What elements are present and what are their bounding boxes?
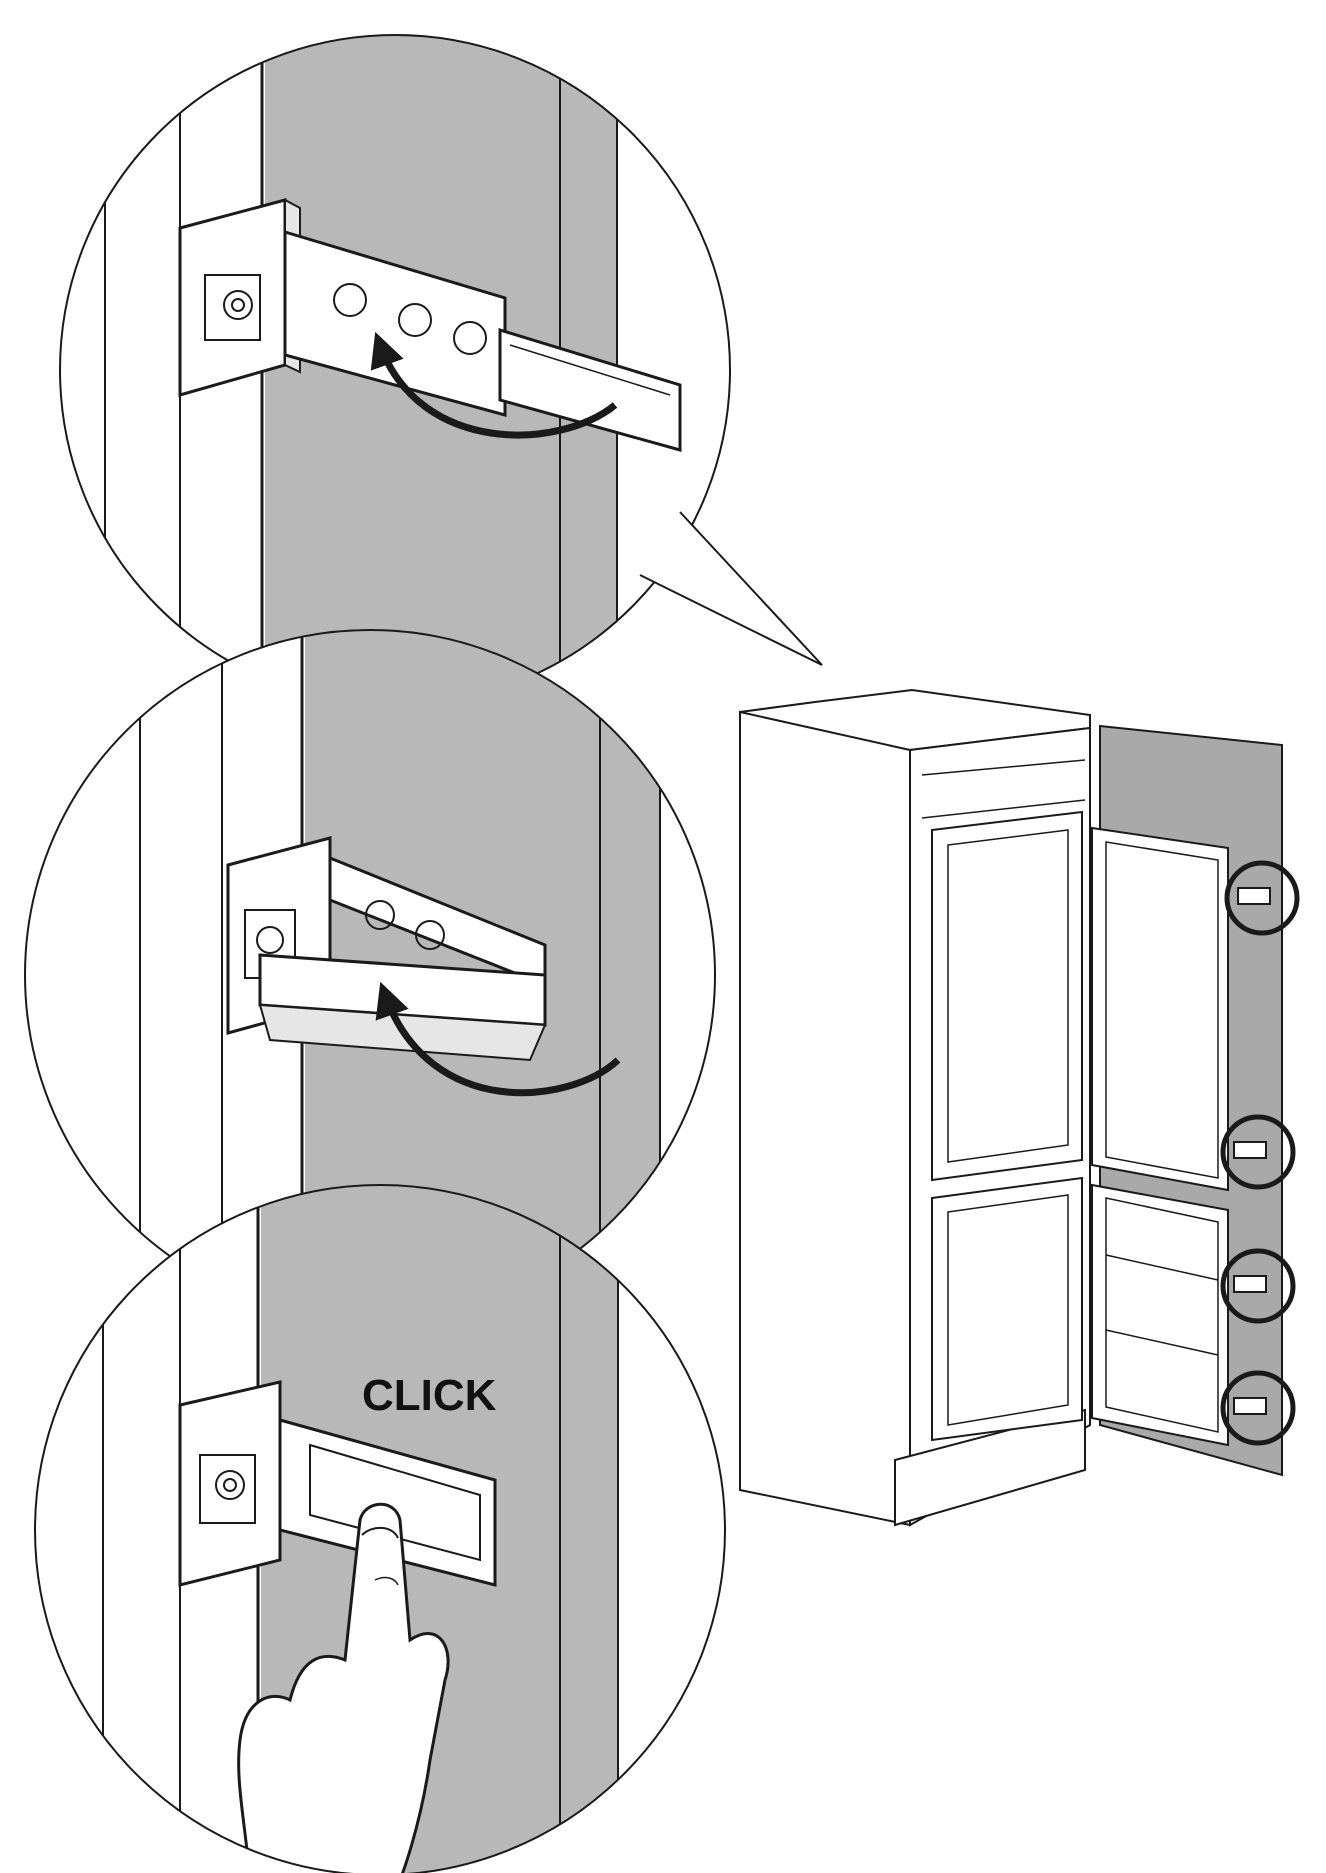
curved-arrow-icon [375, 981, 621, 1097]
callout-pointer [639, 511, 823, 666]
hinge-bracket-icon [178, 198, 682, 452]
hinge-markers [1220, 860, 1300, 1446]
curved-arrow-icon [370, 331, 618, 439]
cabinet-outline-icon [739, 688, 1283, 1527]
finger-press-icon [237, 1502, 450, 1873]
click-label: CLICK [362, 1371, 497, 1420]
hinge-bracket-icon [178, 1380, 497, 1587]
